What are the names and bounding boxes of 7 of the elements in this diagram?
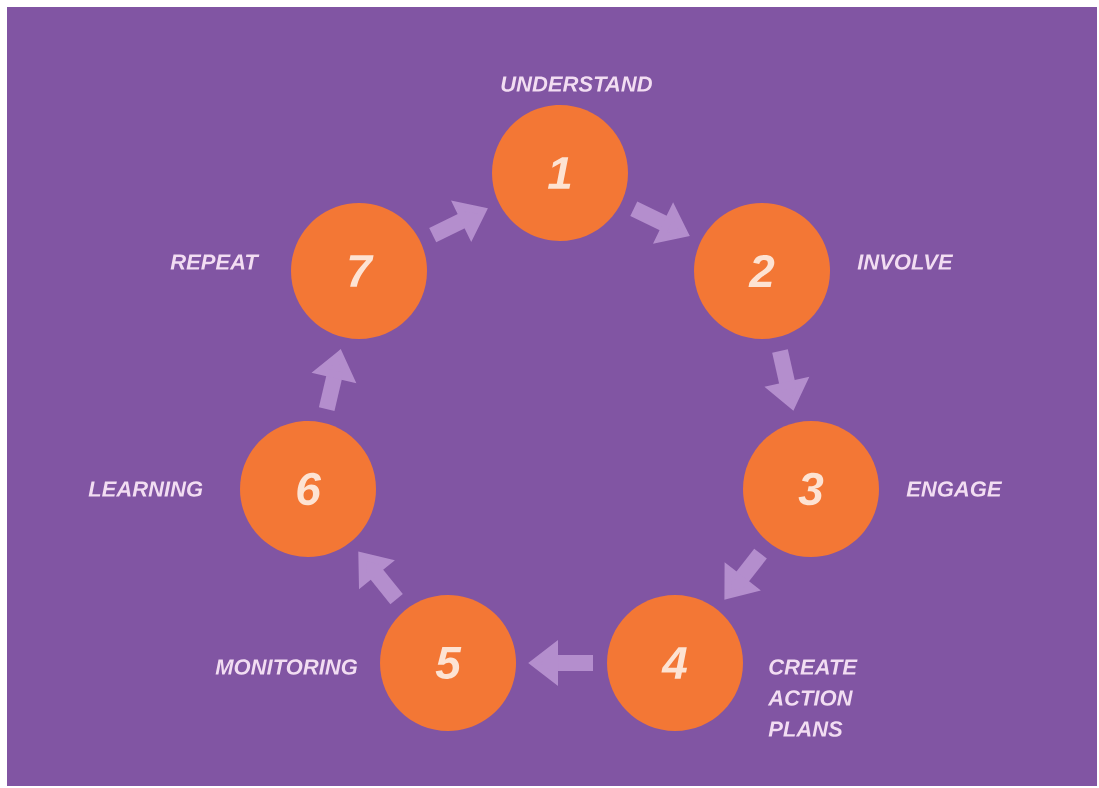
step-label: CREATE ACTION PLANS (767, 659, 858, 737)
step-label: MONITORING (215, 659, 358, 675)
step-label: ENGAGE (906, 481, 1003, 497)
step-label: REPEAT (170, 254, 260, 270)
step-label: LEARNING (88, 481, 203, 497)
step-label: UNDERSTAND (501, 76, 652, 92)
step-label: INVOLVE (857, 254, 954, 270)
